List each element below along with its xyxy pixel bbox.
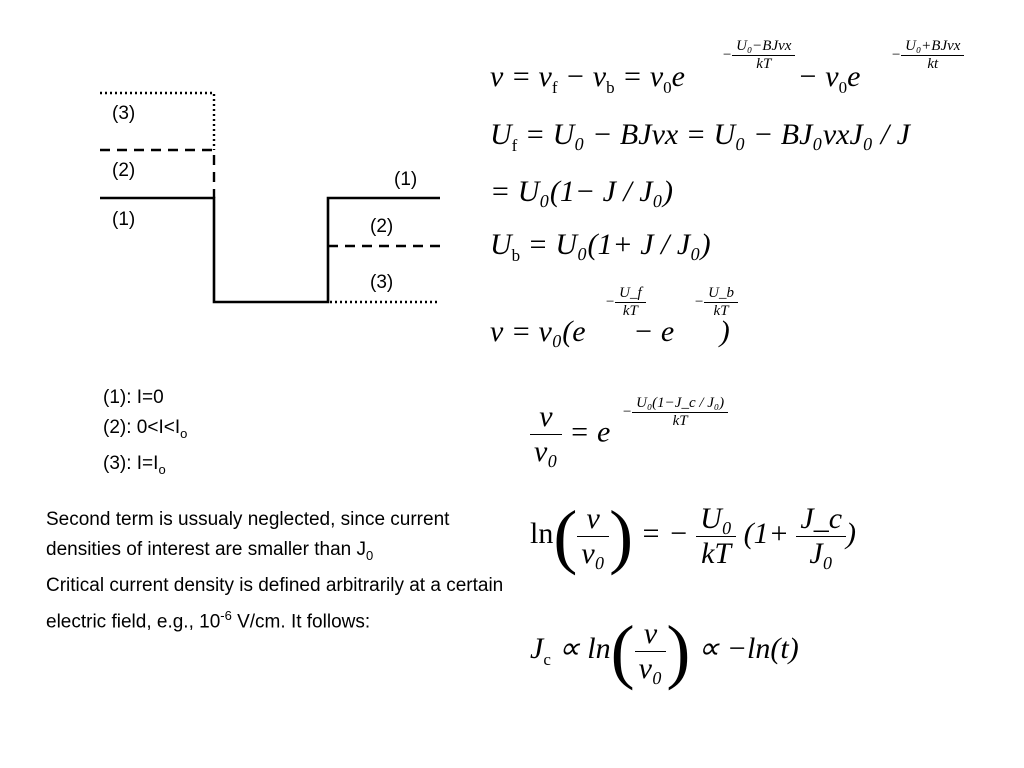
explanation-line-2: Critical current density is defined arbi… (46, 574, 504, 633)
legend-item-1: (1): I=0 (103, 387, 164, 408)
equation-velocity: ν = νf − νb = ν0e − ν0e (490, 60, 861, 97)
equation-ratio-exponent: −U₀(1−J_c / J₀)kT (622, 395, 729, 430)
label-left-1: (1) (112, 209, 136, 230)
legend-item-2: (2): 0<I<Io (103, 417, 188, 441)
current-legend: (1): I=0 (2): 0<I<Io (3): I=Io (103, 383, 187, 485)
label-right-1: (1) (394, 169, 418, 190)
label-right-3: (3) (370, 272, 394, 293)
barrier-level-3-left (100, 91, 216, 150)
explanation-text: Second term is ussualy neglected, since … (46, 505, 516, 637)
equation-velocity-combined: ν = ν₀(e − e ) (490, 315, 730, 348)
barrier-level-2-left (100, 148, 216, 198)
explanation-line-1: Second term is ussualy neglected, since … (46, 509, 450, 563)
barrier-level-1 (100, 196, 440, 304)
label-left-3: (3) (112, 103, 136, 124)
equation-ub: Ub = U₀(1+ J / J₀) (490, 228, 711, 265)
legend-item-3: (3): I=Io (103, 452, 166, 477)
equation-uf: Uf = U₀ − BJvx = U₀ − BJ₀vxJ₀ / J (490, 118, 910, 155)
equation-uf-simplified: = U₀(1− J / J₀) (490, 175, 673, 208)
label-left-2: (2) (112, 160, 136, 181)
label-right-2: (2) (370, 216, 394, 237)
